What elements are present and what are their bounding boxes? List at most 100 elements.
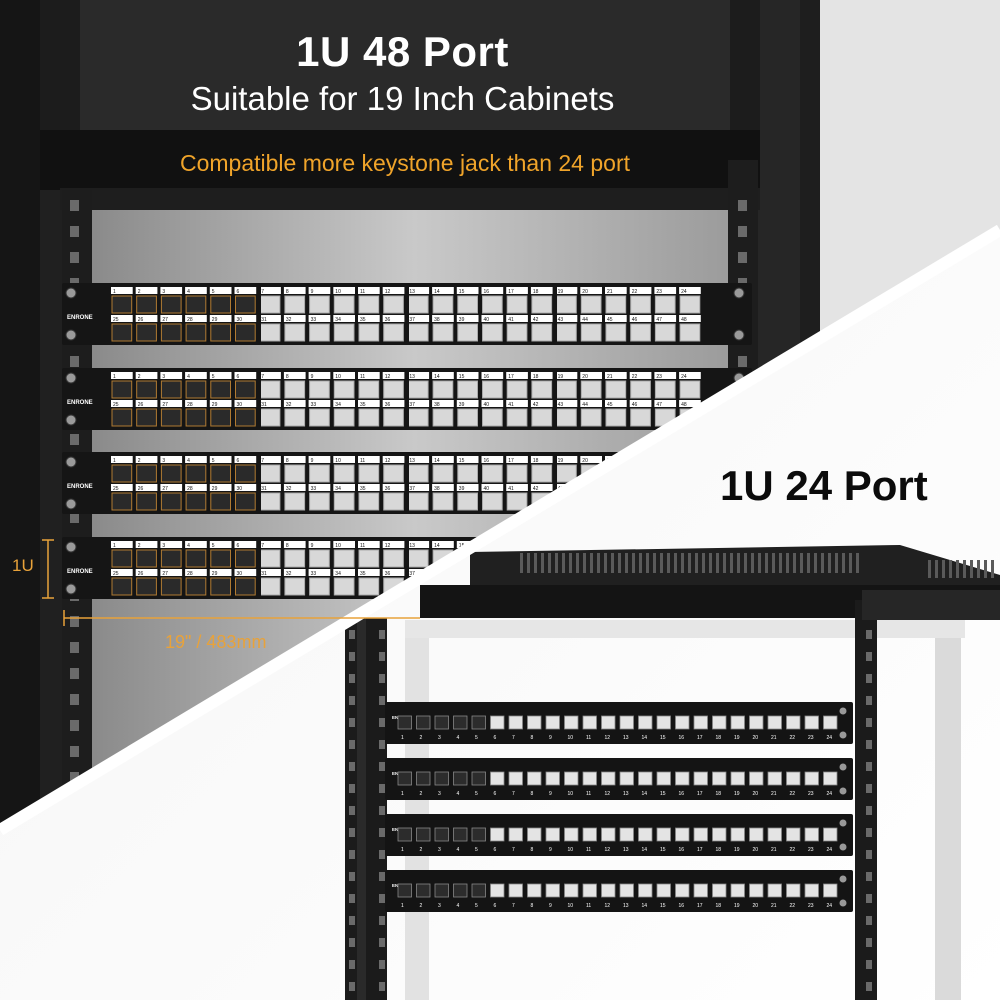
- port-number: 28: [187, 402, 193, 408]
- empty-port-icon: [619, 771, 634, 786]
- keystone-jack-icon: [160, 492, 182, 511]
- empty-port-icon: [284, 408, 306, 427]
- port-number: 40: [484, 402, 490, 408]
- port-number: 3: [438, 847, 441, 853]
- port-number: 39: [459, 402, 465, 408]
- empty-port-icon: [259, 492, 281, 511]
- empty-port-icon: [383, 380, 404, 399]
- port-number: 13: [623, 735, 629, 741]
- keystone-jack-icon: [210, 295, 232, 314]
- empty-port-icon: [432, 492, 454, 511]
- keystone-jack-icon: [185, 380, 207, 399]
- empty-port-icon: [407, 380, 429, 399]
- empty-port-icon: [432, 408, 454, 427]
- empty-port-icon: [749, 771, 764, 786]
- port-number: 14: [642, 735, 648, 741]
- keystone-jack-icon: [416, 827, 431, 842]
- empty-port-icon: [619, 883, 634, 898]
- empty-port-icon: [457, 464, 478, 483]
- port-number: 15: [660, 791, 666, 797]
- port-number: 10: [335, 374, 341, 380]
- empty-port-icon: [407, 464, 429, 483]
- port-number: 33: [311, 317, 317, 323]
- port-number: 3: [438, 735, 441, 741]
- port-number: 2: [420, 903, 423, 909]
- port-number: 2: [420, 847, 423, 853]
- compatibility-note: Compatible more keystone jack than 24 po…: [179, 150, 631, 176]
- empty-port-icon: [786, 883, 801, 898]
- empty-port-icon: [432, 380, 454, 399]
- port-number: 22: [790, 903, 796, 909]
- port-number: 4: [187, 458, 190, 464]
- empty-port-icon: [804, 883, 819, 898]
- port-number: 48: [681, 402, 687, 408]
- port-number: 28: [187, 486, 193, 492]
- empty-port-icon: [508, 827, 523, 842]
- empty-port-icon: [506, 492, 528, 511]
- empty-port-icon: [383, 408, 404, 427]
- empty-port-icon: [786, 771, 801, 786]
- port-number: 36: [385, 317, 391, 323]
- port-number: 13: [623, 903, 629, 909]
- keystone-jack-icon: [185, 295, 207, 314]
- port-number: 30: [237, 402, 243, 408]
- empty-port-icon: [654, 295, 676, 314]
- port-number: 26: [138, 317, 144, 323]
- port-number: 38: [434, 486, 440, 492]
- empty-port-icon: [527, 827, 542, 842]
- empty-port-icon: [407, 295, 429, 314]
- port-number: 41: [508, 317, 514, 323]
- empty-port-icon: [605, 295, 627, 314]
- port-number: 25: [113, 486, 119, 492]
- port-number: 29: [212, 571, 218, 577]
- mounting-screw-icon: [65, 541, 77, 553]
- empty-port-icon: [656, 771, 671, 786]
- port-number: 8: [286, 374, 289, 380]
- port-number: 2: [138, 374, 141, 380]
- port-number: 14: [642, 847, 648, 853]
- port-number: 2: [420, 735, 423, 741]
- port-number: 12: [605, 903, 611, 909]
- keystone-jack-icon: [453, 771, 468, 786]
- empty-port-icon: [506, 408, 528, 427]
- keystone-jack-icon: [397, 827, 412, 842]
- keystone-jack-icon: [111, 380, 133, 399]
- empty-port-icon: [712, 771, 727, 786]
- keystone-jack-icon: [453, 715, 468, 730]
- mounting-screw-icon: [733, 329, 745, 341]
- port-number: 24: [681, 374, 687, 380]
- empty-port-icon: [432, 464, 454, 483]
- port-number: 22: [790, 791, 796, 797]
- empty-port-icon: [358, 295, 380, 314]
- keystone-jack-icon: [434, 883, 449, 898]
- empty-port-icon: [284, 323, 306, 342]
- keystone-jack-icon: [136, 408, 157, 427]
- empty-port-icon: [767, 883, 782, 898]
- mounting-screw-icon: [65, 372, 77, 384]
- port-number: 9: [549, 847, 552, 853]
- keystone-jack-icon: [397, 883, 412, 898]
- keystone-jack-icon: [235, 380, 256, 399]
- port-number: 9: [549, 735, 552, 741]
- empty-port-icon: [457, 492, 478, 511]
- port-number: 20: [753, 847, 759, 853]
- port-number: 27: [162, 402, 168, 408]
- keystone-jack-icon: [416, 883, 431, 898]
- empty-port-icon: [823, 883, 838, 898]
- mounting-screw-icon: [65, 583, 77, 595]
- empty-port-icon: [309, 577, 330, 596]
- empty-port-icon: [284, 549, 306, 568]
- port-number: 40: [484, 317, 490, 323]
- port-number: 13: [623, 791, 629, 797]
- empty-port-icon: [383, 323, 404, 342]
- port-number: 45: [607, 317, 613, 323]
- port-number: 20: [753, 791, 759, 797]
- keystone-jack-icon: [136, 577, 157, 596]
- port-number: 22: [790, 847, 796, 853]
- port-number: 11: [586, 847, 591, 853]
- port-number: 46: [632, 317, 638, 323]
- port-number: 10: [335, 289, 341, 295]
- keystone-jack-icon: [235, 577, 256, 596]
- port-number: 16: [679, 735, 685, 741]
- port-number: 11: [360, 458, 365, 464]
